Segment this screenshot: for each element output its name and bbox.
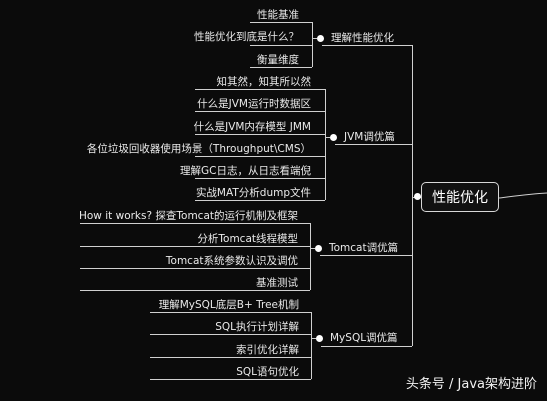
watermark: 头条号 / Java架构进阶 [405,377,537,392]
branch-mysql-tuning[interactable]: MySQL调优篇 [330,332,398,344]
leaf-measurement-dimensions[interactable]: 衡量维度 [257,54,299,66]
branch-connector-dot [330,134,337,141]
leaf-performance-baseline[interactable]: 性能基准 [257,9,299,21]
leaf-jvm-runtime-area[interactable]: 什么是JVM运行时数据区 [197,98,311,110]
branch-jvm-tuning[interactable]: JVM调优篇 [344,131,395,143]
leaf-know-why[interactable]: 知其然，知其所以然 [216,76,312,88]
branch-connector-dot [317,35,324,42]
leaf-gc-collectors[interactable]: 各位垃圾回收器使用场景（Throughput\CMS） [86,143,311,155]
leaf-what-is-optimization[interactable]: 性能优化到底是什么？ [194,31,299,43]
branch-tomcat-tuning[interactable]: Tomcat调优篇 [329,242,399,254]
leaf-index-optimization[interactable]: 索引优化详解 [236,344,299,356]
branch-connector-dot [315,245,322,252]
branch-connector-dot [316,335,323,342]
root-connector-dot [414,193,421,200]
leaf-sql-explain[interactable]: SQL执行计划详解 [215,321,299,333]
leaf-gc-logs[interactable]: 理解GC日志，从日志看端倪 [180,165,311,177]
root-node[interactable]: 性能优化 [421,182,499,212]
leaf-sql-statement-optimization[interactable]: SQL语句优化 [236,366,299,378]
root-tail [498,192,547,199]
branch-understand-performance[interactable]: 理解性能优化 [331,32,394,44]
leaf-tomcat-thread-model[interactable]: 分析Tomcat线程模型 [197,233,298,245]
leaf-tomcat-how-it-works[interactable]: How it works? 探查Tomcat的运行机制及框架 [78,210,298,222]
leaf-mat-dump[interactable]: 实战MAT分析dump文件 [195,187,311,199]
leaf-tomcat-params[interactable]: Tomcat系统参数认识及调优 [165,255,298,267]
leaf-benchmark[interactable]: 基准测试 [256,277,298,289]
leaf-mysql-btree[interactable]: 理解MySQL底层B+ Tree机制 [158,299,299,311]
leaf-jvm-memory-model[interactable]: 什么是JVM内存模型 JMM [193,121,311,133]
